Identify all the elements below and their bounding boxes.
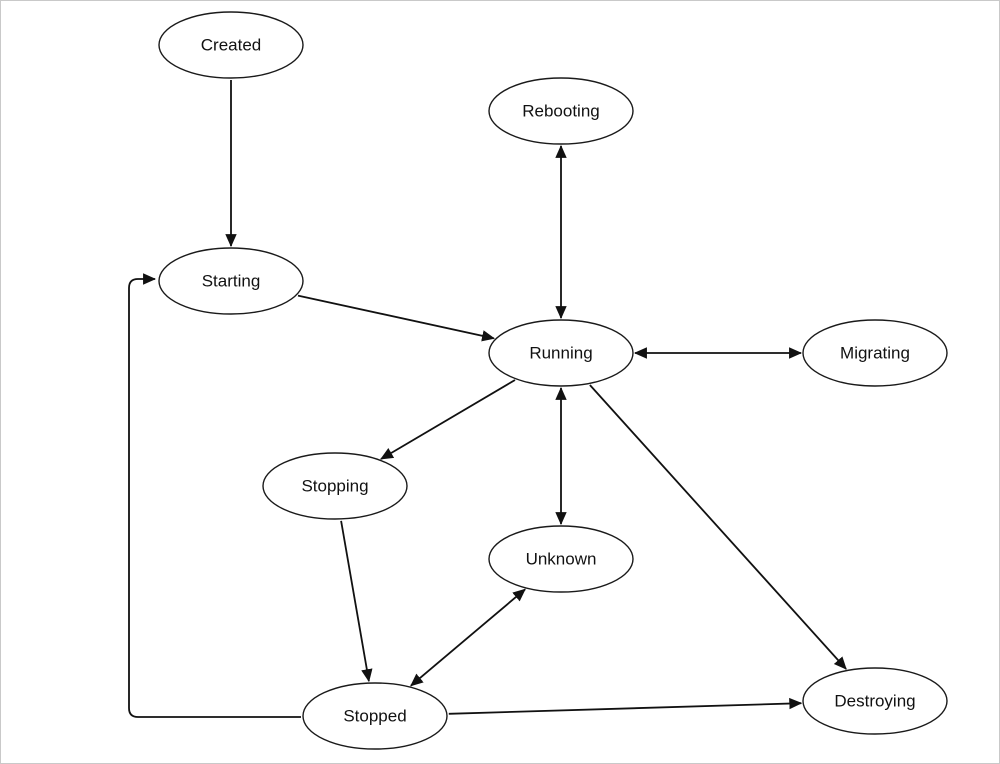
edge-stopped-starting bbox=[128, 273, 301, 718]
edge-running-stopping bbox=[380, 379, 516, 460]
edge-stopped-destroying bbox=[448, 697, 803, 715]
edge-path bbox=[297, 294, 496, 342]
node-shape-migrating[interactable] bbox=[802, 319, 948, 387]
edge-running-destroying bbox=[589, 384, 847, 670]
node-shape-starting[interactable] bbox=[158, 247, 304, 315]
edge-path bbox=[340, 520, 373, 683]
edge-stopping-stopped bbox=[340, 520, 373, 683]
edges-layer bbox=[128, 80, 847, 718]
edge-path bbox=[410, 588, 526, 687]
node-shape-destroying[interactable] bbox=[802, 667, 948, 735]
edge-path bbox=[128, 273, 301, 718]
node-shape-running[interactable] bbox=[488, 319, 634, 387]
node-shape-rebooting[interactable] bbox=[488, 77, 634, 145]
edge-starting-running bbox=[297, 294, 496, 342]
edge-stopped-unknown bbox=[410, 588, 526, 687]
edge-path bbox=[380, 379, 516, 460]
edge-path bbox=[448, 697, 803, 715]
node-shape-stopped[interactable] bbox=[302, 682, 448, 750]
node-unknown[interactable]: Unknown bbox=[488, 525, 634, 593]
node-shape-stopping[interactable] bbox=[262, 452, 408, 520]
edge-path bbox=[589, 384, 847, 670]
node-shape-unknown[interactable] bbox=[488, 525, 634, 593]
node-destroying[interactable]: Destroying bbox=[802, 667, 948, 735]
node-running[interactable]: Running bbox=[488, 319, 634, 387]
node-stopping[interactable]: Stopping bbox=[262, 452, 408, 520]
node-created[interactable]: Created bbox=[158, 11, 304, 79]
node-starting[interactable]: Starting bbox=[158, 247, 304, 315]
node-migrating[interactable]: Migrating bbox=[802, 319, 948, 387]
node-shape-created[interactable] bbox=[158, 11, 304, 79]
node-rebooting[interactable]: Rebooting bbox=[488, 77, 634, 145]
node-stopped[interactable]: Stopped bbox=[302, 682, 448, 750]
